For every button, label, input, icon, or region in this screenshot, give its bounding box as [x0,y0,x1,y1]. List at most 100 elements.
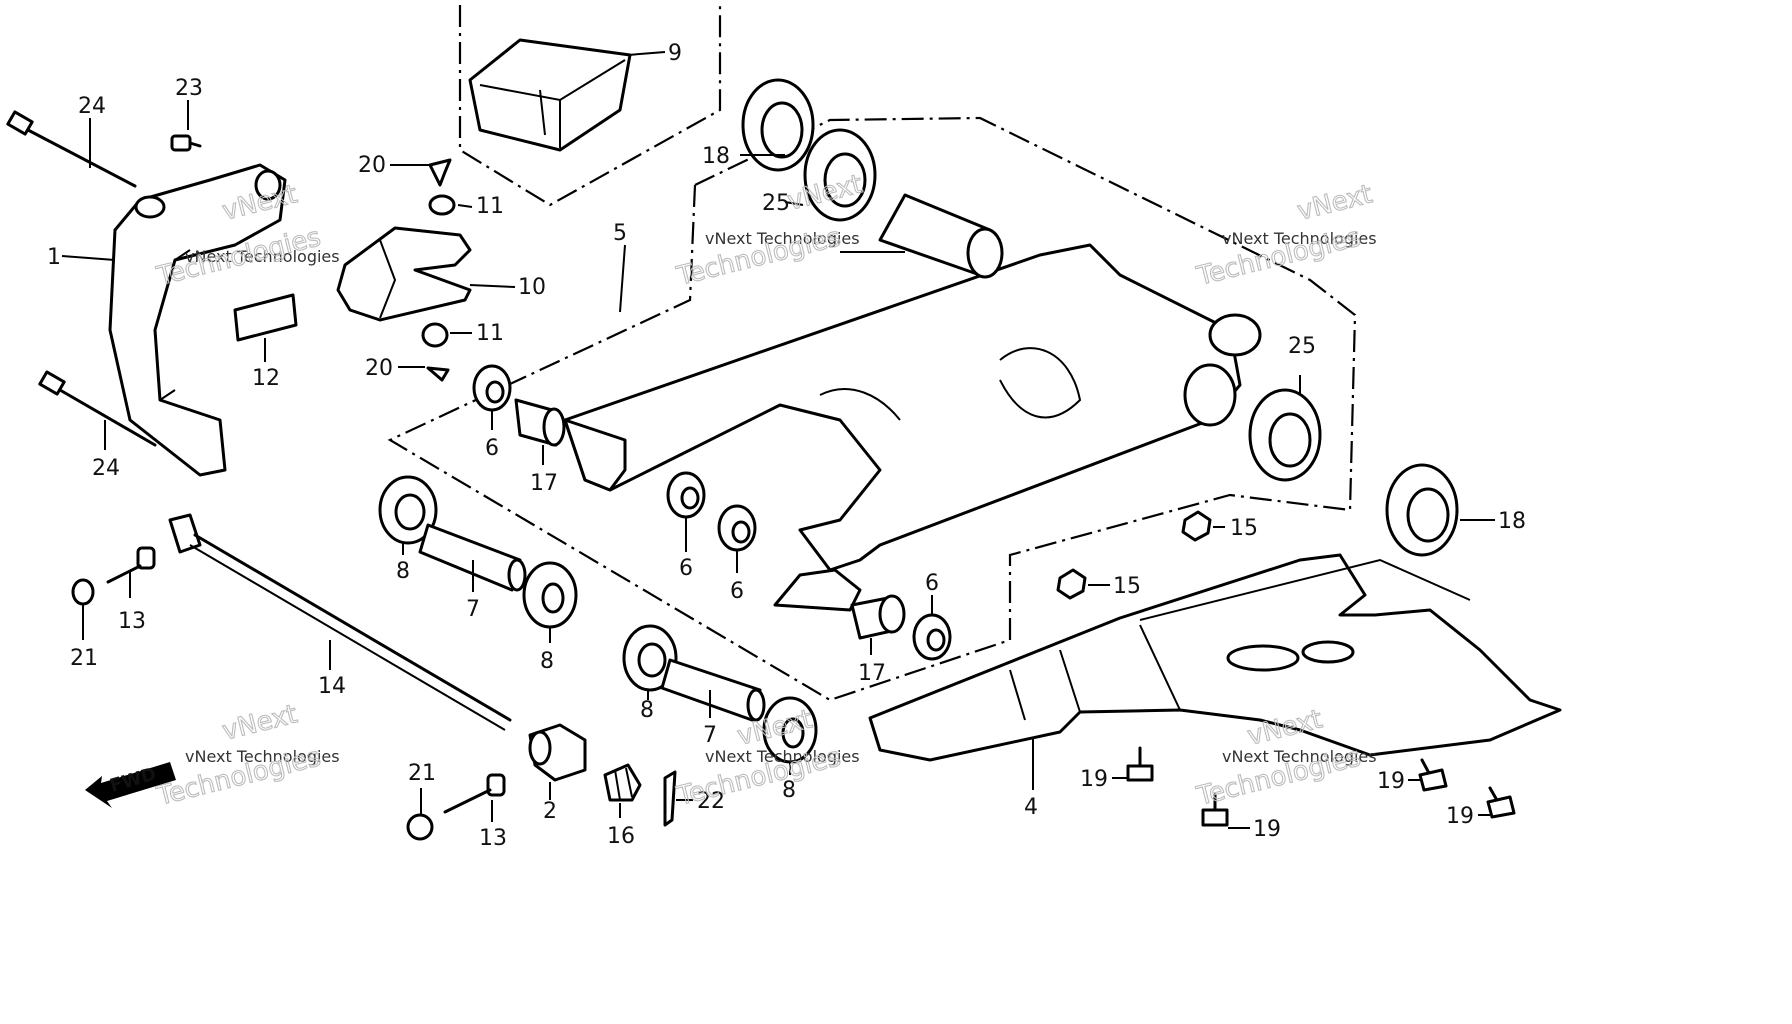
svg-text:vNext Technologies: vNext Technologies [185,747,340,766]
callout-8-c: 8 [640,698,654,723]
part-8-washer-a [378,475,438,545]
part-24-bolt-lower [38,370,157,447]
part-15-nut-upper [1181,510,1212,542]
callout-22: 22 [697,789,725,814]
callout-18-lower: 18 [1498,509,1526,534]
callout-13-lower: 13 [479,826,507,851]
watermark-bottom-left: vNext vNext Technologies Technologies [153,699,340,813]
part-13-bolt-lower [443,773,506,814]
callout-17-a: 17 [530,471,558,496]
part-6-seal-c-inner [731,520,751,544]
part-6-seal-b-inner [680,486,700,510]
callout-9: 9 [668,41,682,66]
part-25-bearing-upper [803,128,877,222]
swingarm-assembly-outline [387,116,1357,702]
callout-1: 1 [47,245,61,270]
part-7-collar-a [418,523,527,592]
callout-13-upper: 13 [118,609,146,634]
part-8-washer-d [762,696,818,764]
callout-14: 14 [318,674,346,699]
callout-11-upper: 11 [476,194,504,219]
part-19-bolt-b [1201,793,1229,827]
callout-8-d: 8 [782,778,796,803]
part-17-needle-bearing-b [850,594,906,640]
part-14-pivot-shaft [168,513,512,731]
watermark-top-right: vNext vNext Technologies Technologies [1193,179,1377,293]
watermark-bottom-center: vNext vNext Technologies Technologies [673,704,860,813]
svg-text:vNext Technologies: vNext Technologies [1222,229,1377,248]
part-11-clip-upper [428,194,456,216]
callout-2: 2 [543,799,557,824]
svg-text:vNext: vNext [219,699,300,746]
callout-12: 12 [252,366,280,391]
inset-box-outline [458,5,722,207]
callout-4: 4 [1024,795,1038,820]
part-8-washer-b [522,561,578,629]
callout-10: 10 [518,275,546,300]
svg-text:vNext Technologies: vNext Technologies [705,747,860,766]
part-19-bolt-a [1126,746,1154,782]
svg-text:vNext Technologies: vNext Technologies [185,247,340,266]
part-2-collar [528,723,587,782]
part-12-label [233,293,298,342]
callout-23: 23 [175,76,203,101]
callout-15-upper: 15 [1230,516,1258,541]
part-21-nut-lower [406,813,434,841]
watermark-top-center: vNext vNext Technologies Technologies [673,169,866,293]
callout-25-lower: 25 [1288,334,1316,359]
part-25-bearing-lower [1248,388,1322,482]
part-6-seal-d-inner [926,628,946,652]
svg-text:vNext Technologies: vNext Technologies [1222,747,1377,766]
part-11-clip-lower [421,322,449,348]
part-9-bracket [468,38,632,152]
callout-25-upper: 25 [762,191,790,216]
callout-7-a: 7 [466,597,480,622]
callout-15-lower: 15 [1113,574,1141,599]
part-18-bearing-lower [1385,463,1459,557]
part-18-bearing-upper [741,78,815,172]
callout-24-upper: 24 [78,94,106,119]
callout-7-b: 7 [703,723,717,748]
part-16-castle-nut [603,763,642,802]
callout-24-lower: 24 [92,456,120,481]
callout-17-b: 17 [858,661,886,686]
callout-21-lower: 21 [408,761,436,786]
callout-6-c: 6 [730,579,744,604]
callout-19-c: 19 [1377,769,1405,794]
part-5-swingarm [563,243,1262,612]
part-6-seal-a-inner [485,380,505,404]
callout-21-upper: 21 [70,646,98,671]
part-19-bolt-d [1486,786,1516,819]
callout-19-b: 19 [1253,817,1281,842]
callout-labels: 9 24 23 1 20 11 10 11 20 12 24 5 18 25 6… [47,41,1526,851]
part-15-nut-lower [1056,568,1087,600]
forward-arrow-icon [85,762,176,808]
part-24-bolt-upper [6,110,137,188]
part-20-screw-lower [426,366,450,382]
callout-18-upper: 18 [702,144,730,169]
svg-text:vNext: vNext [1294,179,1375,226]
callout-6-b: 6 [679,556,693,581]
callout-8-a: 8 [396,559,410,584]
part-3-pivot-collar [878,193,1004,279]
part-19-bolt-c [1418,758,1448,792]
callout-6-a: 6 [485,436,499,461]
callout-16: 16 [607,824,635,849]
part-8-washer-c [622,624,678,692]
part-20-screw-upper [428,158,452,187]
part-22-cotter-pin [663,770,677,827]
callout-11-lower: 11 [476,321,504,346]
part-10-chain-guard [336,226,472,322]
callout-19-d: 19 [1446,804,1474,829]
leader-lines [61,51,1495,829]
svg-text:vNext Technologies: vNext Technologies [705,229,860,248]
callout-6-d: 6 [925,571,939,596]
part-13-bolt-upper [106,546,156,584]
part-21-nut-upper [71,578,95,606]
part-7-collar-b [660,658,766,722]
part-17-needle-bearing-a [514,398,566,447]
callout-19-a: 19 [1080,767,1108,792]
callout-8-b: 8 [540,649,554,674]
part-4-mudguard [868,553,1562,762]
